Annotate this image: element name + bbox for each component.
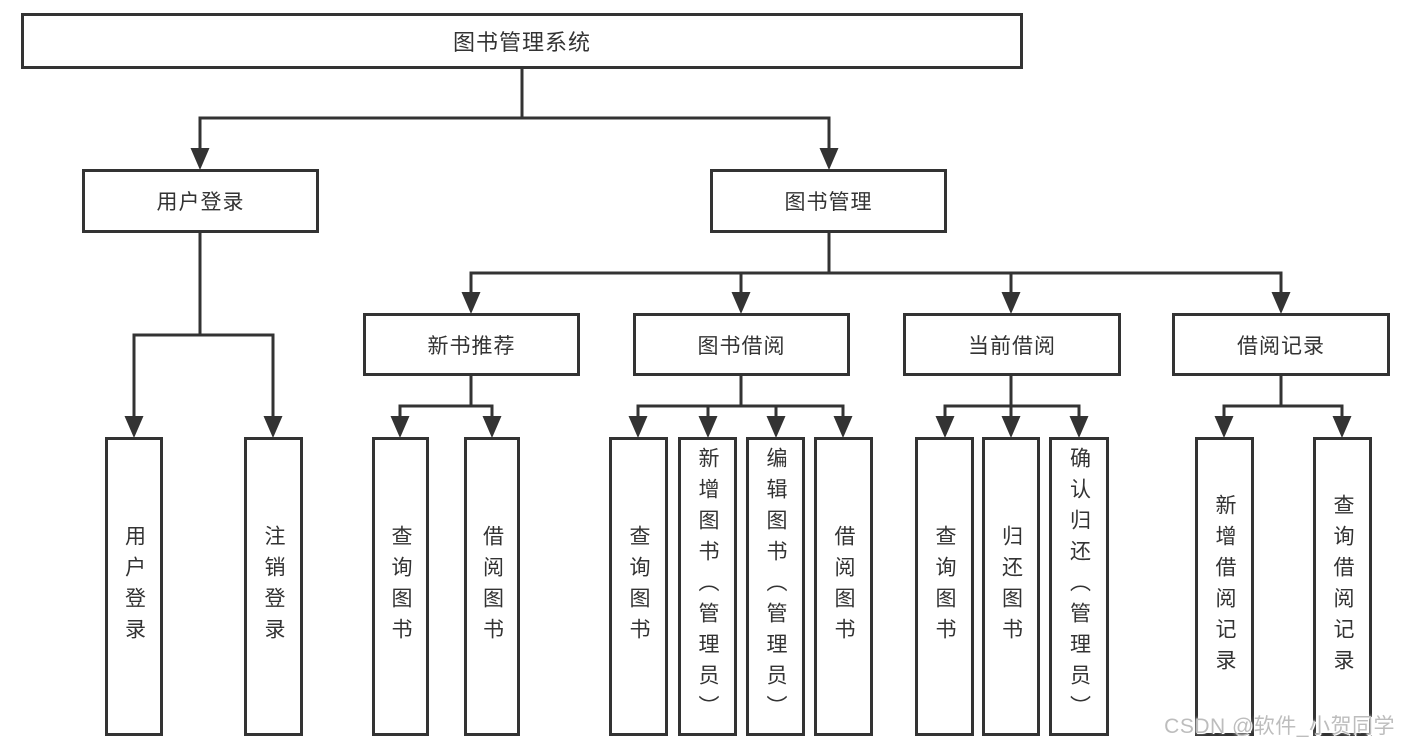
leaf-add-borrow-record: 新增借阅记录 — [1195, 437, 1254, 736]
leaf-query-borrow-record-label: 查询借阅记录 — [1331, 493, 1354, 680]
node-new-book-recommend-label: 新书推荐 — [427, 334, 516, 358]
node-book-borrow-label: 图书借阅 — [697, 334, 786, 358]
leaf-confirm-return-admin-label: 确认归还（管理员） — [1067, 447, 1091, 726]
leaf-return-books: 归还图书 — [982, 437, 1040, 736]
leaf-recommend-borrow-books-label: 借阅图书 — [480, 524, 504, 649]
node-current-borrow: 当前借阅 — [903, 313, 1121, 376]
leaf-confirm-return-admin: 确认归还（管理员） — [1049, 437, 1109, 736]
leaf-add-borrow-record-label: 新增借阅记录 — [1213, 493, 1236, 680]
leaf-add-books-admin: 新增图书（管理员） — [678, 437, 737, 736]
node-book-management: 图书管理 — [710, 169, 947, 233]
leaf-edit-books-admin: 编辑图书（管理员） — [746, 437, 805, 736]
leaf-logout: 注销登录 — [244, 437, 303, 736]
leaf-query-borrow-record: 查询借阅记录 — [1313, 437, 1372, 736]
node-current-borrow-label: 当前借阅 — [968, 334, 1056, 358]
leaf-logout-label: 注销登录 — [262, 524, 285, 649]
node-borrow-records-label: 借阅记录 — [1237, 334, 1325, 358]
leaf-user-login-label: 用户登录 — [122, 524, 146, 649]
node-new-book-recommend: 新书推荐 — [363, 313, 580, 376]
node-book-borrow: 图书借阅 — [633, 313, 850, 376]
leaf-borrow-query-books: 查询图书 — [609, 437, 668, 736]
leaf-recommend-borrow-books: 借阅图书 — [464, 437, 520, 736]
node-root: 图书管理系统 — [21, 13, 1023, 69]
node-borrow-records: 借阅记录 — [1172, 313, 1390, 376]
leaf-user-login: 用户登录 — [105, 437, 163, 736]
leaf-borrow-query-books-label: 查询图书 — [627, 524, 650, 649]
csdn-watermark: CSDN @软件_小贺同学 — [1164, 715, 1395, 738]
leaf-recommend-query-books: 查询图书 — [372, 437, 429, 736]
leaf-borrow-books-label: 借阅图书 — [832, 524, 855, 649]
node-book-management-label: 图书管理 — [784, 191, 873, 214]
node-user-login-label: 用户登录 — [156, 191, 245, 214]
node-user-login: 用户登录 — [82, 169, 319, 233]
leaf-add-books-admin-label: 新增图书（管理员） — [696, 447, 719, 726]
leaf-recommend-query-books-label: 查询图书 — [389, 524, 412, 649]
leaf-borrow-books: 借阅图书 — [814, 437, 873, 736]
leaf-edit-books-admin-label: 编辑图书（管理员） — [764, 447, 787, 726]
leaf-return-books-label: 归还图书 — [999, 524, 1023, 649]
leaf-current-query-books: 查询图书 — [915, 437, 974, 736]
leaf-current-query-books-label: 查询图书 — [933, 524, 956, 649]
node-root-label: 图书管理系统 — [452, 30, 591, 55]
